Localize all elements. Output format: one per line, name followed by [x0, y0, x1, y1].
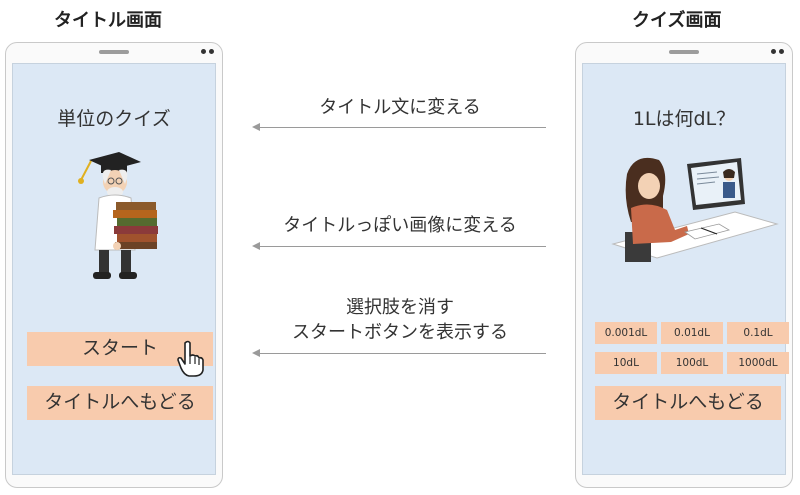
- transition-label-show-start: スタートボタンを表示する: [292, 322, 508, 343]
- title-heading: 単位のクイズ: [57, 108, 171, 130]
- title-back-button[interactable]: タイトルへもどる: [27, 386, 213, 420]
- answer-option[interactable]: 1000dL: [727, 352, 789, 374]
- quiz-question: 1Lは何dL？: [632, 108, 736, 130]
- quiz-screen-display: 1Lは何dL？ 0.001dL: [582, 63, 789, 475]
- professor-carrying-books-illustration: [78, 152, 158, 279]
- answer-option[interactable]: 100dL: [661, 352, 723, 374]
- phone-speaker: [669, 50, 699, 54]
- quiz-screen-label: クイズ画面: [632, 10, 722, 31]
- transition-arrow: [252, 349, 546, 357]
- answer-option[interactable]: 0.01dL: [661, 322, 723, 344]
- phone-camera-dot: [771, 49, 776, 54]
- student-online-learning-illustration: [611, 157, 779, 262]
- transition-label-title-image: タイトルっぽい画像に変える: [283, 215, 517, 236]
- transition-label-title-text: タイトル文に変える: [319, 97, 481, 118]
- answer-option[interactable]: 0.001dL: [595, 322, 657, 344]
- answer-option[interactable]: 0.1dL: [727, 322, 789, 344]
- title-screen-phone: 単位のクイズ: [5, 42, 223, 488]
- title-screen-display: 単位のクイズ: [12, 63, 216, 475]
- transition-arrow: [252, 242, 546, 250]
- phone-camera-dot: [201, 49, 206, 54]
- transition-label-hide-options: 選択肢を消す: [346, 297, 454, 318]
- answer-option[interactable]: 10dL: [595, 352, 657, 374]
- phone-camera-dot: [209, 49, 214, 54]
- phone-camera-dot: [779, 49, 784, 54]
- quiz-screen-phone: 1Lは何dL？ 0.001dL: [575, 42, 793, 488]
- phone-speaker: [99, 50, 129, 54]
- hand-pointer-icon: [177, 340, 204, 377]
- transition-arrow: [252, 123, 546, 131]
- quiz-back-button[interactable]: タイトルへもどる: [595, 386, 781, 420]
- title-screen-label: タイトル画面: [54, 10, 162, 31]
